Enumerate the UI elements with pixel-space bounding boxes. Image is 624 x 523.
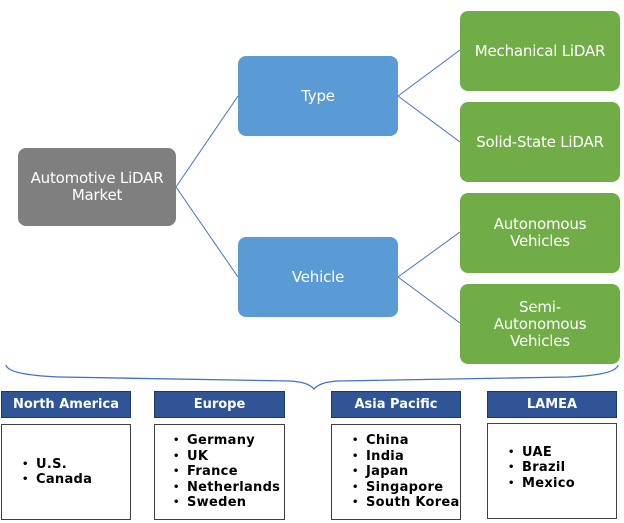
country-item: Canada	[22, 472, 92, 488]
country-item: UAE	[508, 445, 575, 461]
leaf-node-mechanical-lidar: Mechanical LiDAR	[460, 11, 620, 91]
region-name: LAMEA	[526, 397, 578, 412]
region-header-north-america: North America	[1, 391, 131, 418]
leaf-label: Autonomous Vehicles	[493, 215, 587, 250]
country-item: France	[173, 464, 280, 480]
leaf-node-solid-state-lidar: Solid-State LiDAR	[460, 102, 620, 182]
region-box-north-america: U.S. Canada	[1, 424, 131, 520]
leaf-label: Mechanical LiDAR	[474, 41, 606, 60]
country-item: Sweden	[173, 495, 280, 511]
country-item: China	[352, 433, 460, 449]
country-item: Mexico	[508, 476, 575, 492]
leaf-node-semi-autonomous-vehicles: Semi- Autonomous Vehicles	[460, 284, 620, 364]
leaf-label: Solid-State LiDAR	[476, 132, 604, 151]
segment-label: Vehicle	[291, 267, 345, 286]
country-list: UAE Brazil Mexico	[488, 445, 575, 492]
country-item: India	[352, 449, 460, 465]
segment-node-type: Type	[238, 56, 398, 136]
region-header-europe: Europe	[154, 391, 285, 418]
country-item: U.S.	[22, 457, 92, 473]
region-name: North America	[13, 397, 119, 412]
country-list: U.S. Canada	[2, 457, 92, 488]
segment-label: Type	[301, 86, 335, 105]
region-brace	[5, 364, 619, 390]
root-node-label: Automotive LiDAR Market	[30, 169, 164, 204]
region-header-lamea: LAMEA	[487, 391, 617, 418]
segment-node-vehicle: Vehicle	[238, 237, 398, 317]
leaf-label: Semi- Autonomous Vehicles	[493, 297, 587, 350]
connector-vehicle-semiautonomous	[397, 276, 461, 324]
region-box-asia-pacific: China India Japan Singapore South Korea	[331, 424, 461, 520]
region-name: Europe	[193, 397, 246, 412]
connector-type-solidstate	[397, 95, 461, 143]
region-box-europe: Germany UK France Netherlands Sweden	[154, 424, 285, 520]
country-item: Singapore	[352, 480, 460, 496]
country-item: Germany	[173, 433, 280, 449]
leaf-node-autonomous-vehicles: Autonomous Vehicles	[460, 193, 620, 273]
country-item: Japan	[352, 464, 460, 480]
region-header-asia-pacific: Asia Pacific	[331, 391, 461, 418]
region-box-lamea: UAE Brazil Mexico	[487, 423, 617, 519]
connector-vehicle-autonomous	[397, 231, 461, 278]
connector-root-type	[175, 95, 239, 188]
connector-type-mechanical	[397, 49, 461, 97]
connector-root-vehicle	[175, 186, 239, 278]
country-list: Germany UK France Netherlands Sweden	[155, 433, 280, 511]
region-name: Asia Pacific	[354, 397, 438, 412]
country-list: China India Japan Singapore South Korea	[332, 433, 460, 511]
country-item: Brazil	[508, 460, 575, 476]
country-item: Netherlands	[173, 480, 280, 496]
country-item: South Korea	[352, 495, 460, 511]
country-item: UK	[173, 449, 280, 465]
root-node: Automotive LiDAR Market	[18, 148, 176, 226]
